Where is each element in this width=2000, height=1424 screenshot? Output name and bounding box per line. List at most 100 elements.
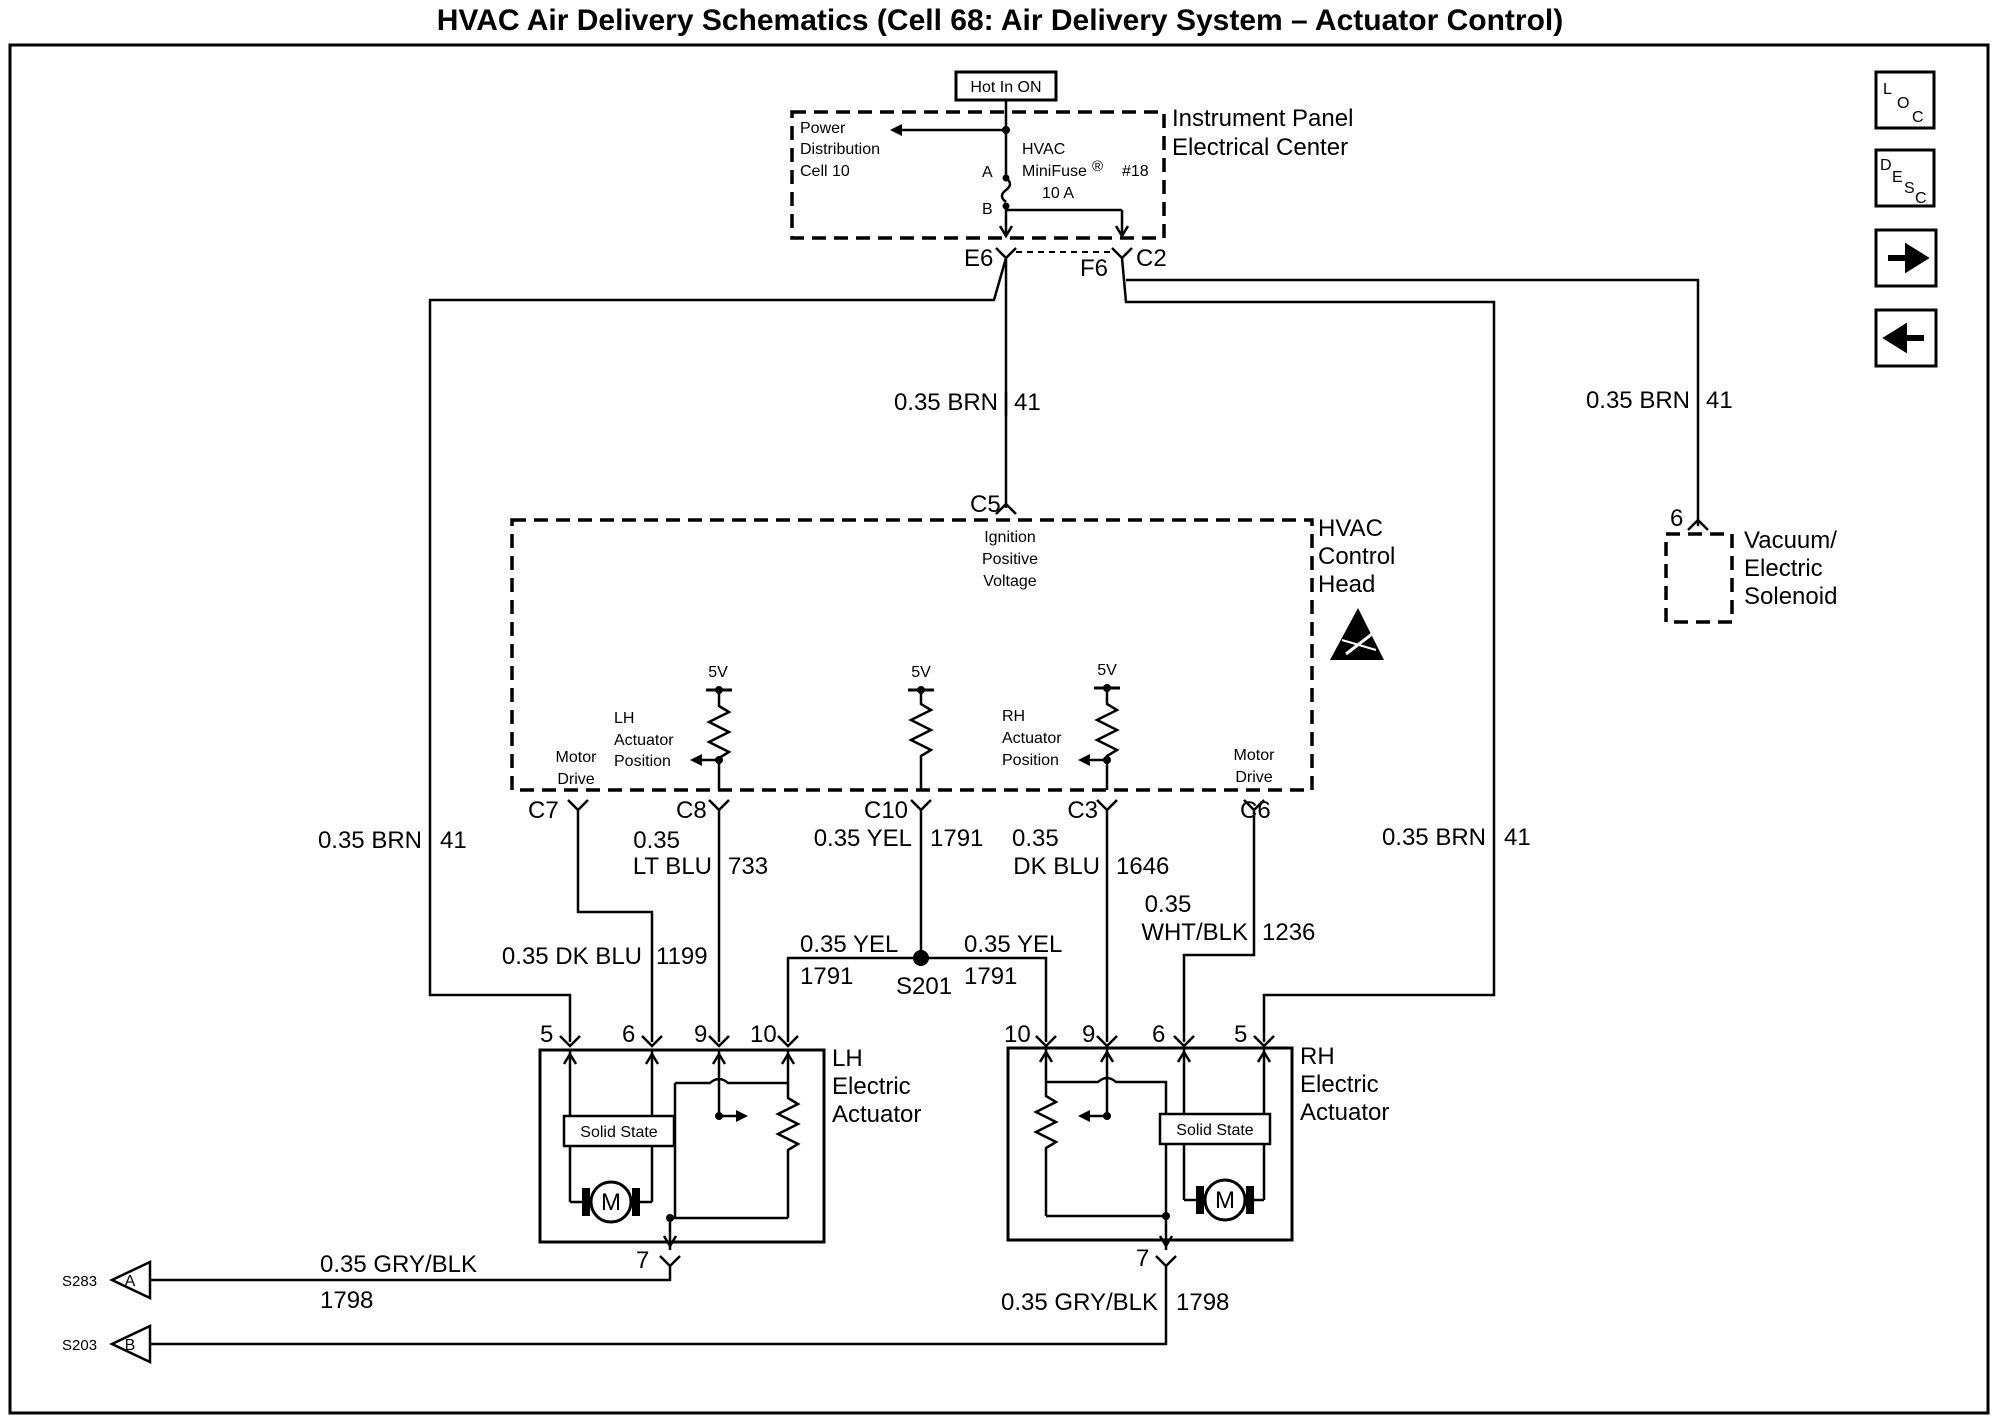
solenoid-name-2: Electric: [1744, 555, 1823, 582]
lh-motor-label: M: [601, 1189, 621, 1216]
motor-drive-rh-2: Drive: [1235, 769, 1272, 786]
ipec-block: Hot In ON Instrument Panel Electrical Ce…: [790, 70, 1353, 282]
lh-position-resistor: [706, 690, 732, 790]
connector-triangle-icon: [109, 1260, 152, 1300]
lh-pos-3: Position: [614, 753, 671, 770]
wire-far-right-brn-circuit: 41: [1504, 824, 1531, 851]
fuse-minifuse: MiniFuse: [1022, 163, 1087, 180]
control-head-name-1: HVAC: [1318, 515, 1383, 542]
wire-center-brn-color: 0.35 BRN: [894, 389, 998, 416]
motor-drive-lh-2: Drive: [557, 771, 594, 788]
rh-pin-7: 7: [1136, 1245, 1149, 1272]
lh-actuator-name-3: Actuator: [832, 1101, 921, 1128]
desc-c: C: [1915, 190, 1927, 207]
diagram-frame: [8, 43, 1990, 1415]
ignition-2: Positive: [982, 551, 1038, 568]
rh-feedback-pot: [1033, 1088, 1059, 1216]
wire-left-brn-circuit: 41: [440, 827, 467, 854]
lh-electric-actuator: 5 6 9 10 LH Electric Actuator Solid Stat…: [538, 1021, 921, 1274]
solenoid-dashed-outline: [1664, 532, 1734, 624]
next-page-button[interactable]: [1874, 228, 1938, 288]
pin-c10: C10: [864, 797, 908, 824]
desc-button[interactable]: D E S C: [1874, 148, 1936, 208]
rh-actuator-box: [1006, 1046, 1294, 1242]
wire-center-brn-circuit: 41: [1014, 389, 1041, 416]
rh-pin-6: 6: [1152, 1021, 1165, 1048]
pin-c8: C8: [676, 797, 707, 824]
esd-warning-icon: [1330, 608, 1384, 660]
rh-actuator-name-1: RH: [1300, 1043, 1335, 1070]
v5-rh: 5V: [1097, 662, 1117, 679]
wire-right-brn-circuit: 41: [1706, 387, 1733, 414]
desc-d: D: [1880, 157, 1892, 174]
rh-actuator-name-3: Actuator: [1300, 1099, 1389, 1126]
lh-actuator-box: [538, 1048, 826, 1244]
power-dist-1: Power: [800, 120, 846, 137]
rh-pos-1: RH: [1002, 708, 1025, 725]
v5-lh: 5V: [708, 664, 728, 681]
lh-actuator-name-2: Electric: [832, 1073, 911, 1100]
ipec-dashed-outline: [790, 110, 1166, 240]
terminal-b: B: [982, 201, 993, 218]
ground-ref-a[interactable]: S283 A: [62, 1260, 152, 1300]
wire-c7-circuit: 1199: [656, 943, 708, 970]
splice-s201-label: S201: [896, 973, 952, 1000]
rh-solid-state-label: Solid State: [1176, 1122, 1253, 1139]
wire-far-right-brn-color: 0.35 BRN: [1382, 824, 1486, 851]
conn-e6: E6: [964, 245, 993, 272]
fuse-registered: ®: [1092, 158, 1103, 175]
wire-yel-left-circuit: 1791: [800, 963, 853, 990]
loc-o: O: [1897, 95, 1909, 112]
lh-solid-state-label: Solid State: [580, 1124, 657, 1141]
lh-pin-6: 6: [622, 1021, 635, 1048]
arrow-left-icon: [1882, 322, 1924, 354]
pin-c3: C3: [1067, 797, 1098, 824]
wire-gnd-left-circuit: 1798: [320, 1287, 373, 1314]
control-wires: [576, 810, 1256, 1042]
ground-ref-a-splice: S283: [62, 1273, 97, 1290]
wire-c6-circuit: 1236: [1262, 919, 1315, 946]
ipec-name-1: Instrument Panel: [1172, 105, 1353, 132]
splice-s201-dot: [913, 950, 929, 966]
prev-page-button[interactable]: [1874, 308, 1938, 368]
wire-c6-color: WHT/BLK: [1141, 919, 1248, 946]
loc-button[interactable]: L O C: [1874, 70, 1936, 130]
solenoid-name-3: Solenoid: [1744, 583, 1837, 610]
conn-c2: C2: [1136, 245, 1167, 272]
ignition-3: Voltage: [983, 573, 1036, 590]
wire-c8-gauge: 0.35: [633, 827, 680, 854]
lh-actuator-name-1: LH: [832, 1045, 863, 1072]
rh-pos-3: Position: [1002, 752, 1059, 769]
loc-l: L: [1883, 81, 1892, 98]
motor-drive-lh-1: Motor: [556, 749, 598, 766]
ground-wires: [150, 1266, 1168, 1346]
power-dist-arrow: [890, 124, 902, 136]
wire-c7-color: 0.35 DK BLU: [502, 943, 642, 970]
lh-motor-icon: [589, 1180, 633, 1224]
lh-feedback-pot: [775, 1090, 801, 1218]
rh-motor-label: M: [1215, 1187, 1235, 1214]
motor-drive-rh-1: Motor: [1234, 747, 1276, 764]
loc-c: C: [1912, 109, 1924, 126]
wire-c10-color: 0.35 YEL: [814, 825, 912, 852]
wire-left-brn-color: 0.35 BRN: [318, 827, 422, 854]
wire-c8-color: LT BLU: [633, 853, 712, 880]
control-head-name-2: Control: [1318, 543, 1395, 570]
connector-triangle-icon: [109, 1324, 152, 1364]
wire-yel-left-color: 0.35 YEL: [800, 931, 898, 958]
ignition-1: Ignition: [984, 529, 1036, 546]
wire-gnd-left-color: 0.35 GRY/BLK: [320, 1251, 477, 1278]
wire-c3-gauge: 0.35: [1012, 825, 1059, 852]
wire-gnd-right-color: 0.35 GRY/BLK: [1001, 1289, 1158, 1316]
lh-pin-10: 10: [750, 1021, 777, 1048]
rh-actuator-name-2: Electric: [1300, 1071, 1379, 1098]
power-dist-2: Distribution: [800, 141, 880, 158]
lh-pin-5: 5: [540, 1021, 553, 1048]
conn-f6: F6: [1080, 255, 1108, 282]
fuse-symbol: [1000, 177, 1012, 203]
fuse-rating: 10 A: [1042, 185, 1074, 202]
center-resistor: [908, 690, 934, 790]
wire-c8-circuit: 733: [728, 853, 768, 880]
ground-ref-b[interactable]: S203 B: [62, 1324, 152, 1364]
